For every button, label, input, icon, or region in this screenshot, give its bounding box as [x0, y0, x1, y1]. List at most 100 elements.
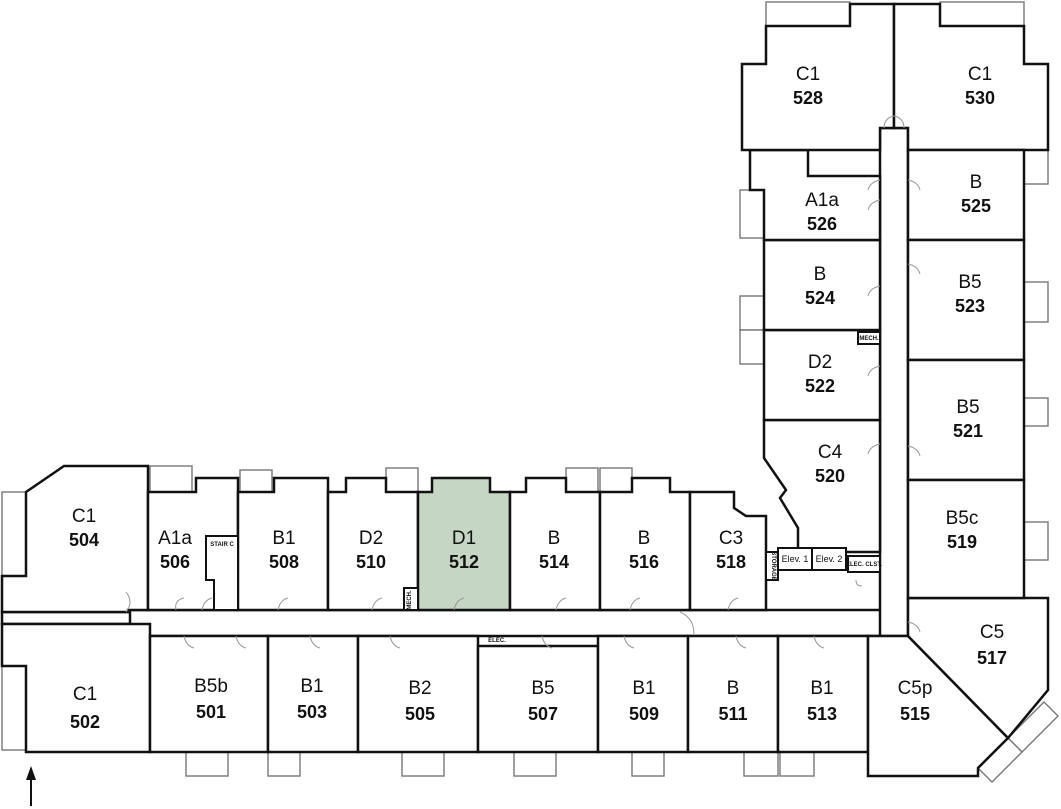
unit-number-label: 509: [629, 704, 659, 724]
unit-type-label: B5c: [946, 508, 979, 529]
corridor-main: [126, 608, 910, 638]
mech-room-lower: MECH.: [403, 587, 419, 611]
window: [1023, 397, 1049, 427]
unit-504[interactable]: C1 504: [0, 464, 150, 614]
window: [939, 1, 1025, 27]
unit-type-label: C3: [719, 528, 743, 549]
svg-text:Elev. 2: Elev. 2: [816, 554, 843, 564]
corridor-west-stub: [0, 610, 132, 626]
unit-type-label: B1: [272, 528, 295, 549]
unit-number-label: 519: [947, 532, 977, 552]
unit-type-label: B: [970, 172, 983, 193]
unit-510[interactable]: D2 510: [326, 476, 420, 612]
unit-511[interactable]: B 511: [686, 634, 780, 754]
unit-502[interactable]: C1 502: [0, 622, 152, 754]
window: [149, 465, 193, 493]
windows: [1, 1, 1059, 783]
unit-type-label: B: [727, 678, 740, 699]
window: [1, 665, 27, 751]
unit-525[interactable]: B 525: [906, 148, 1026, 242]
window: [1, 491, 27, 577]
unit-number-label: 521: [953, 421, 983, 441]
service-rooms: STAIR C MECH. MECH. STORAGE Elev. 1 Elev…: [205, 331, 882, 644]
window: [631, 751, 665, 777]
window: [1023, 281, 1049, 323]
unit-518[interactable]: C3 518: [688, 490, 768, 612]
storage-room: STORAGE: [765, 551, 779, 581]
unit-507[interactable]: B5 507: [476, 644, 600, 754]
unit-509[interactable]: B1 509: [596, 634, 690, 754]
window: [765, 1, 851, 27]
unit-type-label: C1: [73, 684, 97, 705]
unit-type-label: C1: [72, 506, 96, 527]
unit-type-label: B5: [956, 397, 979, 418]
unit-type-label: B5: [958, 272, 981, 293]
unit-type-label: C1: [796, 64, 820, 85]
unit-type-label: C5: [980, 622, 1004, 643]
unit-type-label: C1: [968, 64, 992, 85]
unit-type-label: B: [814, 264, 827, 285]
unit-520[interactable]: C4 520: [762, 418, 882, 554]
unit-number-label: 511: [718, 704, 747, 724]
unit-type-label: D1: [452, 528, 476, 549]
unit-526[interactable]: A1a 526: [748, 148, 882, 242]
elevator-2: Elev. 2: [811, 547, 847, 571]
unit-508[interactable]: B1 508: [236, 476, 330, 612]
window: [401, 751, 445, 777]
unit-number-label: 506: [160, 552, 190, 572]
svg-text:STAIR C: STAIR C: [210, 542, 234, 548]
unit-type-label: B5: [531, 678, 554, 699]
unit-type-label: A1a: [805, 190, 839, 211]
window: [385, 467, 419, 493]
unit-530[interactable]: C1 530: [892, 2, 1050, 152]
unit-number-label: 508: [269, 552, 299, 572]
unit-516[interactable]: B 516: [598, 476, 692, 612]
unit-number-label: 524: [805, 288, 835, 308]
unit-type-label: B1: [300, 676, 323, 697]
unit-503[interactable]: B1 503: [266, 634, 360, 754]
unit-number-label: 530: [965, 88, 995, 108]
unit-523[interactable]: B5 523: [906, 238, 1026, 362]
unit-type-label: B5b: [194, 676, 228, 697]
unit-505[interactable]: B2 505: [356, 634, 480, 754]
unit-number-label: 518: [716, 552, 746, 572]
mech-room-upper: MECH.: [857, 331, 881, 345]
north-arrow-icon: [26, 766, 36, 806]
unit-515[interactable]: C5p 515: [866, 634, 1010, 778]
unit-number-label: 502: [70, 712, 100, 732]
window: [779, 751, 815, 777]
unit-type-label: D2: [359, 528, 383, 549]
unit-519[interactable]: B5c 519: [906, 478, 1026, 600]
window: [239, 469, 273, 493]
unit-type-label: C5p: [898, 678, 933, 699]
window: [739, 329, 765, 365]
unit-number-label: 523: [955, 296, 985, 316]
svg-text:Elev. 1: Elev. 1: [782, 554, 809, 564]
unit-514[interactable]: B 514: [508, 476, 602, 612]
unit-501[interactable]: B5b 501: [148, 634, 270, 754]
unit-number-label: 520: [815, 466, 845, 486]
unit-number-label: 501: [196, 702, 226, 722]
unit-number-label: 526: [807, 214, 837, 234]
unit-number-label: 517: [977, 648, 1007, 668]
unit-number-label: 503: [297, 702, 327, 722]
unit-524[interactable]: B 524: [762, 238, 882, 332]
window: [565, 467, 599, 493]
window: [739, 189, 765, 239]
elec-label: ELEC.: [488, 638, 506, 644]
unit-528[interactable]: C1 528: [740, 2, 896, 152]
elevator-1: Elev. 1: [777, 547, 813, 571]
unit-number-label: 522: [805, 376, 835, 396]
corridor-east: [878, 126, 910, 638]
unit-521[interactable]: B5 521: [906, 358, 1026, 482]
unit-number-label: 516: [629, 552, 659, 572]
unit-type-label: B2: [408, 678, 431, 699]
window: [1023, 521, 1049, 561]
window: [185, 751, 229, 777]
unit-number-label: 525: [961, 196, 991, 216]
unit-512[interactable]: D1 512: [416, 476, 512, 612]
unit-513[interactable]: B1 513: [776, 634, 870, 754]
unit-type-label: A1a: [158, 528, 192, 549]
window: [513, 751, 557, 777]
corridors: [0, 126, 910, 638]
